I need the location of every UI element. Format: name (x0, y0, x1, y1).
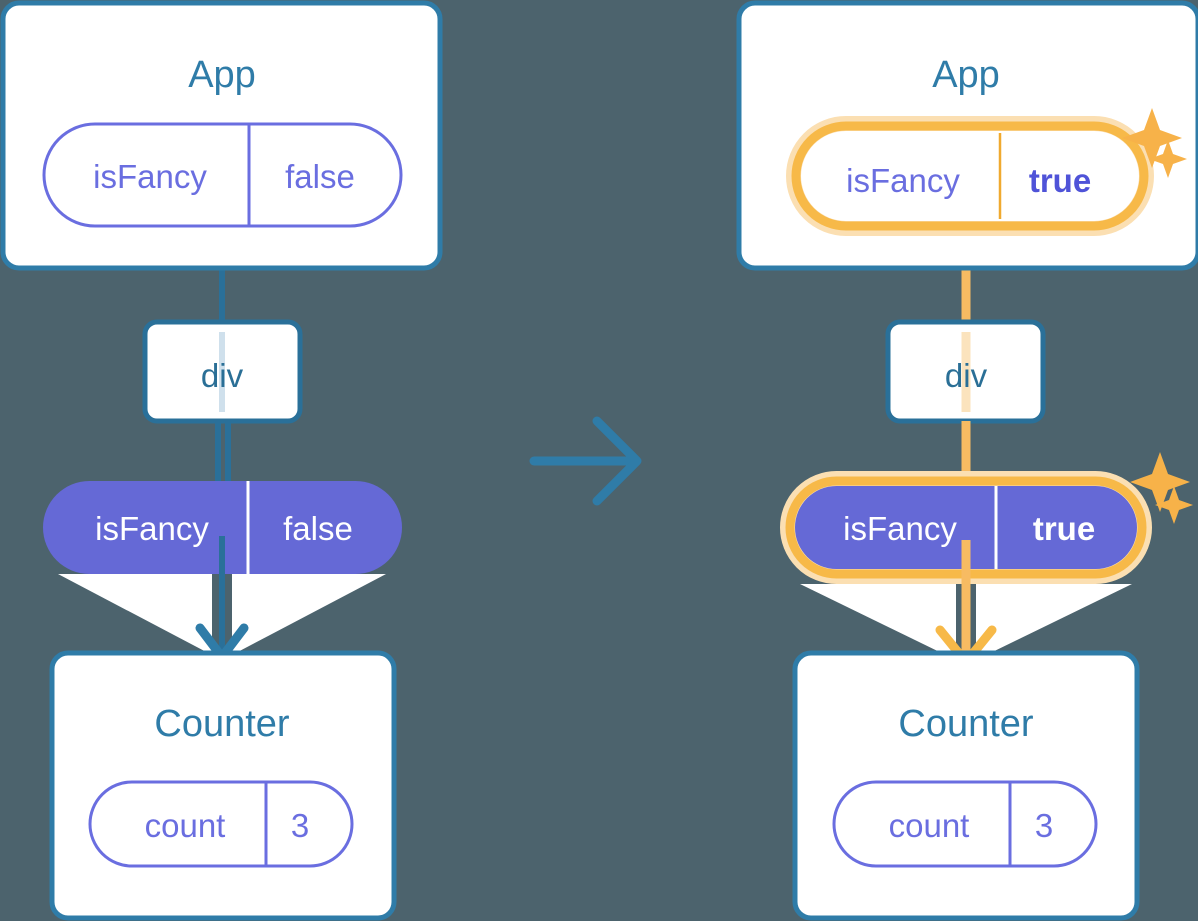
counter-state-pill-value: 3 (291, 807, 309, 844)
app-state-pill-value: false (285, 158, 355, 195)
sparkle-icon-mid-small (1155, 486, 1193, 524)
funnel-wing-right-after (976, 584, 1132, 660)
funnel-wing-right (232, 574, 386, 655)
app-state-pill (42, 122, 403, 228)
div-element-label: div (201, 357, 244, 394)
props-pill-key-after: isFancy (843, 510, 957, 547)
app-title-after: App (932, 54, 1000, 96)
app-state-pill-after (801, 131, 1139, 221)
app-state-pill-key: isFancy (93, 158, 207, 195)
sparkle-icon-mid-large (1130, 452, 1190, 512)
funnel-wing-left (58, 574, 212, 655)
props-pill-value-after: true (1033, 510, 1095, 547)
counter-title-after: Counter (898, 703, 1034, 745)
panel-after: App isFancy true div (736, 0, 1198, 921)
funnel-wing-cap-left (155, 588, 176, 609)
app-state-pill-value-after: true (1029, 162, 1091, 199)
transition-arrow-icon (529, 416, 642, 506)
counter-title: Counter (154, 703, 290, 745)
app-title: App (188, 54, 256, 96)
counter-state-pill-key-after: count (889, 807, 970, 844)
counter-state-pill-key: count (145, 807, 226, 844)
counter-state-pill-after (832, 780, 1098, 868)
props-pill (43, 481, 402, 574)
sparkle-icon-top-small (1149, 140, 1187, 178)
counter-state-pill-value-after: 3 (1035, 807, 1053, 844)
counter-state-pill (88, 780, 354, 868)
app-state-pill-highlight-after (791, 121, 1149, 231)
panel-before: App isFancy false div isFancy false (0, 0, 443, 921)
div-element-label-after: div (945, 357, 988, 394)
app-state-pill-key-after: isFancy (846, 162, 960, 199)
props-pill-after (795, 486, 1137, 569)
sparkle-icon-top-large (1122, 108, 1182, 168)
props-pill-value: false (283, 510, 353, 547)
props-pill-key: isFancy (95, 510, 209, 547)
funnel-wing-left-after (800, 584, 956, 660)
